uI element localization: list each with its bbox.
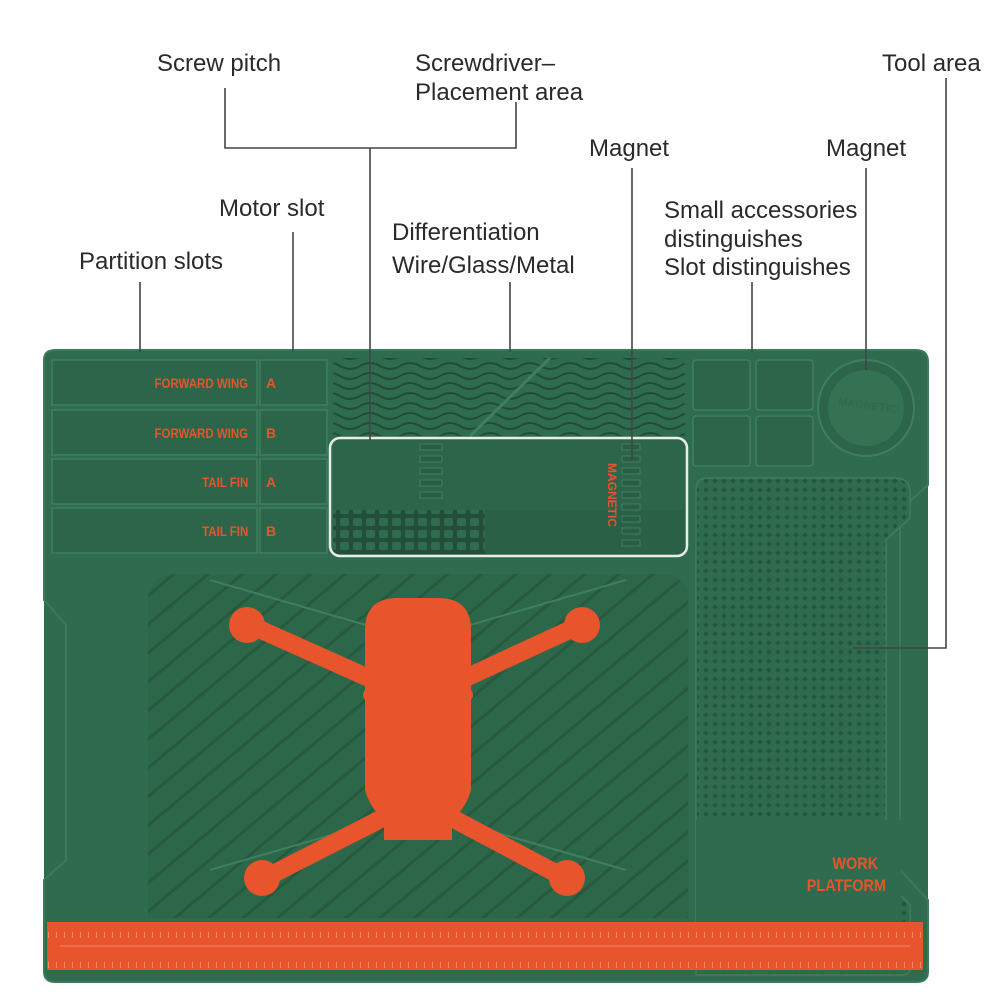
partition-slots (51, 359, 328, 554)
callout-screw-pitch: Screw pitch (157, 50, 282, 77)
callout-motor-slot: Motor slot (219, 195, 325, 222)
work-platform-label: WORK PLATFORM (806, 853, 886, 897)
callout-tool-area: Tool area (882, 50, 981, 77)
callout-differentiation-line2: Wire/Glass/Metal (392, 252, 575, 279)
slot-letter-b: B (266, 425, 277, 441)
slot-label-tail-fin-b: TAIL FIN (201, 523, 248, 539)
callout-small-accessories-line3: Slot distinguishes (664, 254, 851, 281)
slot-letter-a: A (266, 474, 277, 490)
slot-letter-b: B (266, 523, 277, 539)
callout-screwdriver-line1: Screwdriver– (415, 50, 556, 77)
slot-label-tail-fin-a: TAIL FIN (201, 474, 248, 490)
magnetic-strip-label: MAGNETIC (605, 463, 619, 527)
work-platform-line2: PLATFORM (806, 876, 886, 895)
work-platform-line1: WORK (832, 854, 879, 873)
slot-label-forward-wing-a: FORWARD WING (154, 375, 248, 391)
callout-small-accessories-line1: Small accessories (664, 197, 858, 224)
highlight-box (328, 436, 689, 558)
callout-magnet-left: Magnet (589, 135, 670, 162)
callout-partition-slots: Partition slots (79, 248, 224, 275)
callout-differentiation-line1: Differentiation (392, 219, 540, 246)
slot-label-forward-wing-b: FORWARD WING (154, 425, 248, 441)
screw-pitch-ribs (419, 443, 641, 547)
slot-letter-a: A (266, 375, 277, 391)
small-accessories-slots (692, 359, 814, 467)
callout-small-accessories-line2: distinguishes (664, 226, 803, 253)
drone-silhouette (229, 598, 600, 896)
